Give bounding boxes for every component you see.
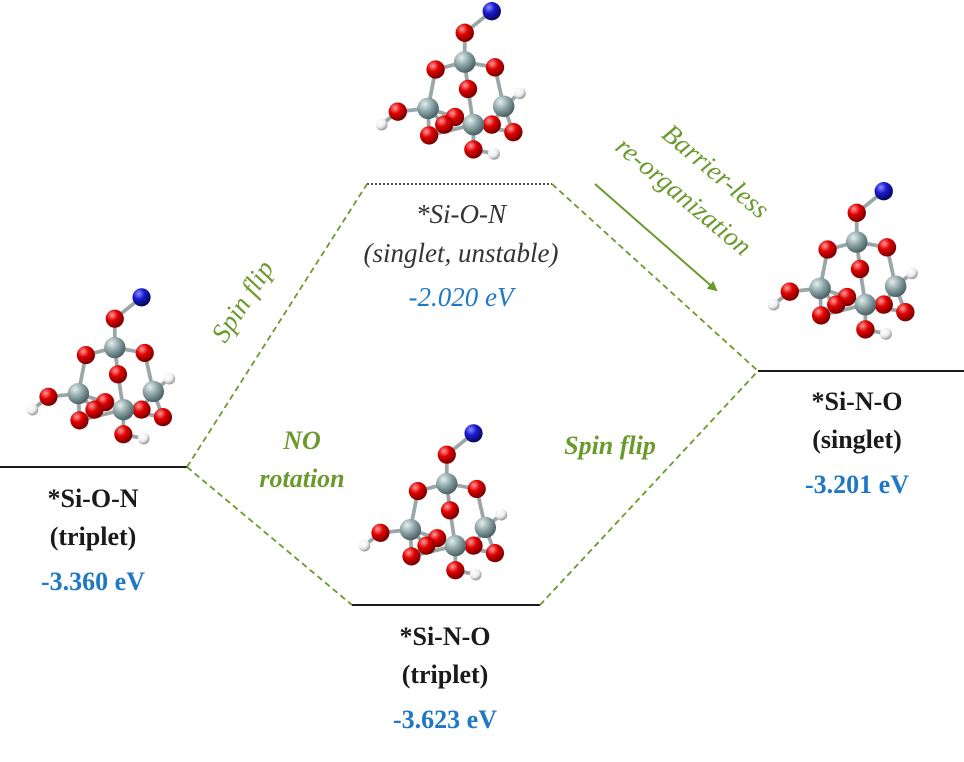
molecule-si-o-n-singlet [373,0,528,162]
label-no-rotation-line2: rotation [259,464,344,493]
energy-si-n-o-triplet: -3.623 eV [393,705,497,734]
connector-right-upper [551,183,759,372]
state-name-si-o-n-triplet: *Si-O-N [48,484,139,513]
molecule-si-n-o-singlet [765,180,920,342]
state-name-si-n-o-singlet: *Si-N-O [812,387,903,416]
energy-si-n-o-singlet: -3.201 eV [805,470,909,499]
state-spin-si-n-o-singlet: (singlet) [812,425,902,454]
state-spin-si-o-n-singlet: (singlet, unstable) [364,238,559,268]
state-name-si-o-n-singlet: *Si-O-N [416,199,508,229]
label-spin-flip-lower: Spin flip [564,431,656,460]
energy-si-o-n-triplet: -3.360 eV [41,567,145,596]
state-name-si-n-o-triplet: *Si-N-O [400,622,491,651]
connector-left-lower [186,466,353,606]
connector-left-upper [186,183,368,468]
state-spin-si-n-o-triplet: (triplet) [402,660,489,689]
label-spin-flip-upper: Spin flip [205,255,280,347]
state-spin-si-o-n-triplet: (triplet) [50,522,137,551]
energy-si-o-n-singlet: -2.020 eV [409,282,517,312]
label-no-rotation-line1: NO [282,426,321,455]
molecule-si-o-n-triplet [24,286,178,447]
arrow-icon [594,183,718,292]
molecule-si-n-o-triplet [356,422,510,583]
connector-right-lower [539,370,759,606]
